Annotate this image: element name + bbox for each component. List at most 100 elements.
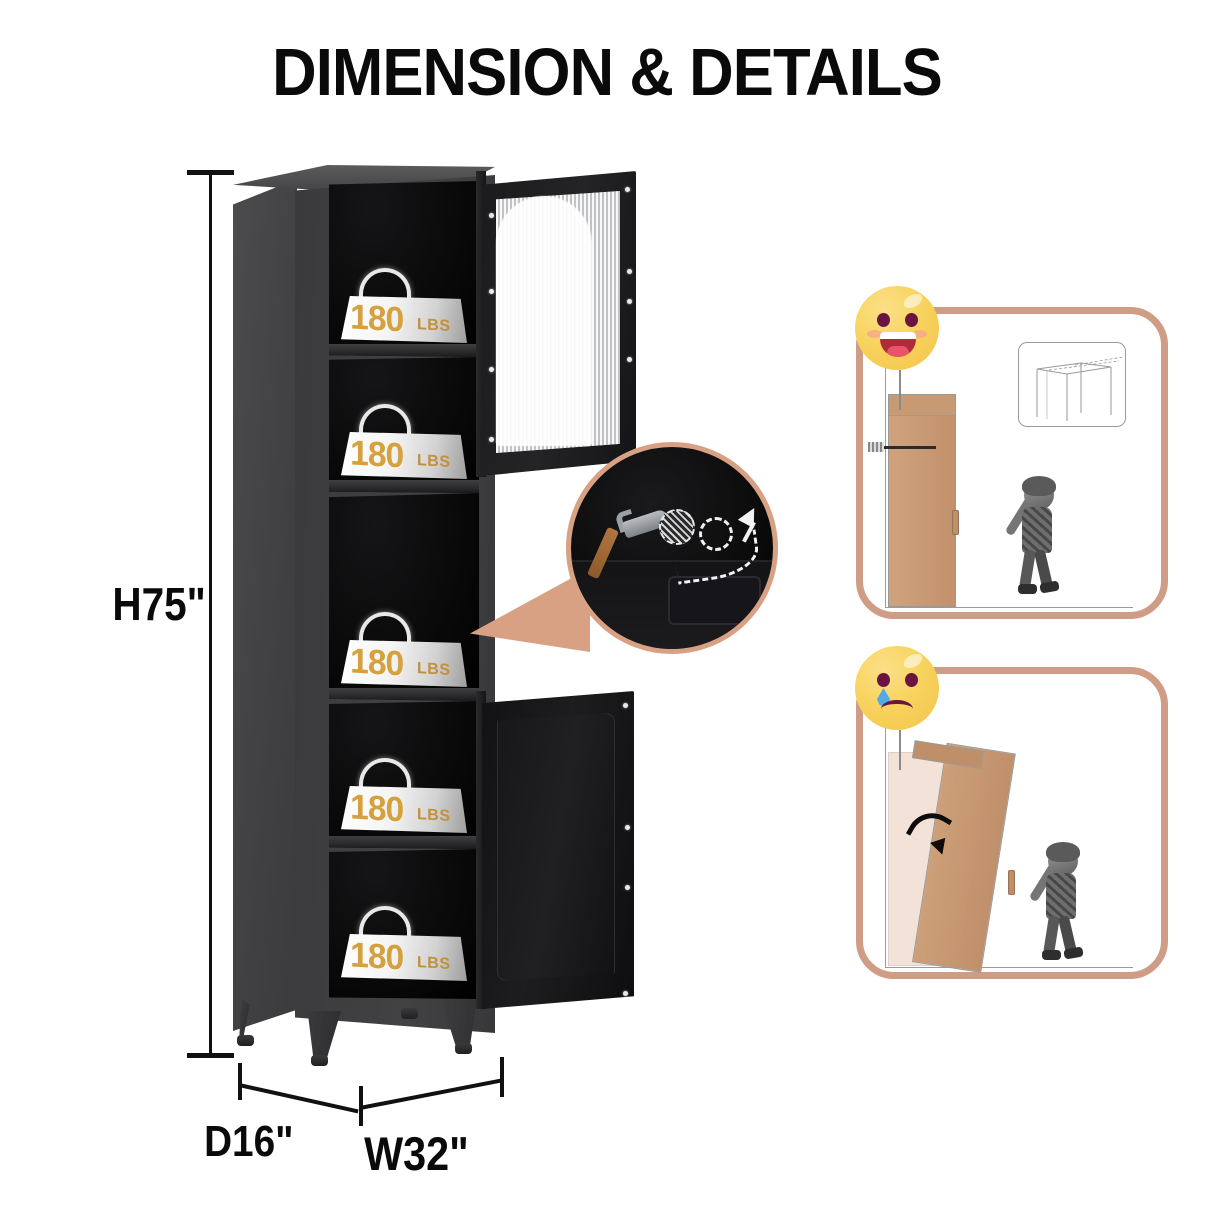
product-cabinet: 180 LBS 180 LBS 180 LBS: [233, 163, 653, 1066]
capacity-unit: LBS: [417, 451, 451, 472]
leveling-foot: [237, 1035, 254, 1046]
compartment-5: 180 LBS: [329, 849, 479, 999]
safety-panel-anchored: [855, 286, 1168, 619]
door-screw: [625, 187, 630, 192]
leveling-foot: [401, 1008, 418, 1019]
door-screw: [625, 885, 630, 890]
capacity-unit: LBS: [417, 805, 451, 826]
width-dimension-line: [359, 1078, 501, 1110]
door-screw: [489, 289, 494, 294]
capacity-unit: LBS: [417, 315, 451, 336]
weight-handle-icon: [359, 404, 411, 438]
upper-glass-door[interactable]: [482, 171, 636, 476]
child-torso: [1022, 507, 1052, 553]
capacity-badge: 180 LBS: [341, 268, 467, 343]
depth-dimension-line: [238, 1083, 359, 1114]
door-screw: [627, 357, 632, 362]
emoji-shine: [901, 651, 925, 671]
weight-body-icon: [341, 640, 467, 687]
capacity-badge: 180 LBS: [341, 612, 467, 687]
door-screw: [623, 703, 628, 708]
cabinet-illustration-upright: [888, 394, 956, 607]
shelf-divider: [329, 480, 479, 493]
emoji-frowning-mouth: [881, 700, 913, 718]
child-figure-icon: [1022, 840, 1096, 962]
wall-plug-icon: [868, 442, 884, 452]
child-hair: [1046, 842, 1080, 862]
shelf-divider: [329, 688, 479, 701]
cabinet-side-panel: [233, 179, 297, 1031]
capacity-value: 180: [350, 641, 404, 684]
glass-arch-highlight: [496, 196, 592, 446]
emoji-tongue: [887, 346, 909, 357]
capacity-value: 180: [350, 787, 404, 830]
cabinet-handle-icon: [1008, 870, 1015, 895]
compartment-3: 180 LBS: [329, 493, 479, 701]
cabinet-handle-icon: [952, 510, 959, 535]
compartment-1: 180 LBS: [329, 181, 479, 357]
door-hinge-lower: [476, 691, 486, 1009]
capacity-unit: LBS: [417, 953, 451, 974]
height-dimension-line: [209, 172, 212, 1057]
emoji-connector: [899, 370, 901, 410]
drawer-detail: [667, 576, 761, 625]
capacity-badge: 180 LBS: [341, 906, 467, 981]
height-label: H75": [112, 578, 206, 630]
weight-body-icon: [341, 432, 467, 479]
shelf-divider: [329, 836, 479, 849]
door-screw: [627, 299, 632, 304]
emoji-connector: [899, 730, 901, 770]
emoji-smiling-mouth: [880, 332, 916, 357]
safety-panel-unanchored: [855, 646, 1168, 979]
emoji-eye-right: [905, 673, 918, 687]
crying-face-icon: [855, 646, 939, 730]
child-figure-icon: [998, 474, 1072, 596]
emoji-teeth: [880, 332, 916, 339]
impact-detail-callout: [566, 442, 778, 654]
width-tick-right: [500, 1057, 504, 1097]
weight-body-icon: [341, 934, 467, 981]
capacity-value: 180: [350, 935, 404, 978]
door-screw: [625, 825, 630, 830]
child-shoe: [1042, 950, 1061, 960]
leveling-foot: [311, 1055, 328, 1066]
weight-handle-icon: [359, 906, 411, 940]
door-screw: [489, 437, 494, 442]
anti-tip-diagram-icon: [1018, 342, 1126, 427]
scene-tipping: [885, 692, 1133, 973]
impact-point-icon: [659, 509, 695, 545]
depth-label: D16": [204, 1117, 294, 1166]
weight-body-icon: [341, 296, 467, 343]
child-leg: [1043, 915, 1060, 955]
child-leg: [1019, 549, 1036, 589]
child-shoe: [1063, 946, 1084, 960]
depth-tick-left: [238, 1063, 242, 1100]
shelf-divider: [329, 344, 479, 357]
capacity-badge: 180 LBS: [341, 404, 467, 479]
emoji-eye-left: [877, 673, 890, 687]
weight-handle-icon: [359, 758, 411, 792]
child-torso: [1046, 873, 1076, 919]
door-hinge-upper: [476, 171, 486, 477]
compartment-2: 180 LBS: [329, 357, 479, 493]
anti-tip-line-drawing: [1036, 356, 1124, 421]
capacity-value: 180: [350, 297, 404, 340]
emoji-shine: [901, 291, 925, 311]
door-screw: [623, 991, 628, 996]
width-label: W32": [364, 1127, 469, 1180]
compartment-4: 180 LBS: [329, 701, 479, 849]
cabinet-illustration-top: [888, 394, 956, 416]
emoji-eye-left: [877, 313, 890, 327]
child-hair: [1022, 476, 1056, 496]
door-screw: [627, 269, 632, 274]
dashed-impact-circle-icon: [699, 517, 733, 551]
lower-solid-door[interactable]: [482, 691, 634, 1009]
weight-body-icon: [341, 786, 467, 833]
cabinet-leg-front-left: [307, 1011, 341, 1061]
weight-handle-icon: [359, 612, 411, 646]
door-screw: [489, 213, 494, 218]
capacity-badge: 180 LBS: [341, 758, 467, 833]
emoji-eye-right: [905, 313, 918, 327]
height-tick-bottom: [187, 1053, 234, 1058]
